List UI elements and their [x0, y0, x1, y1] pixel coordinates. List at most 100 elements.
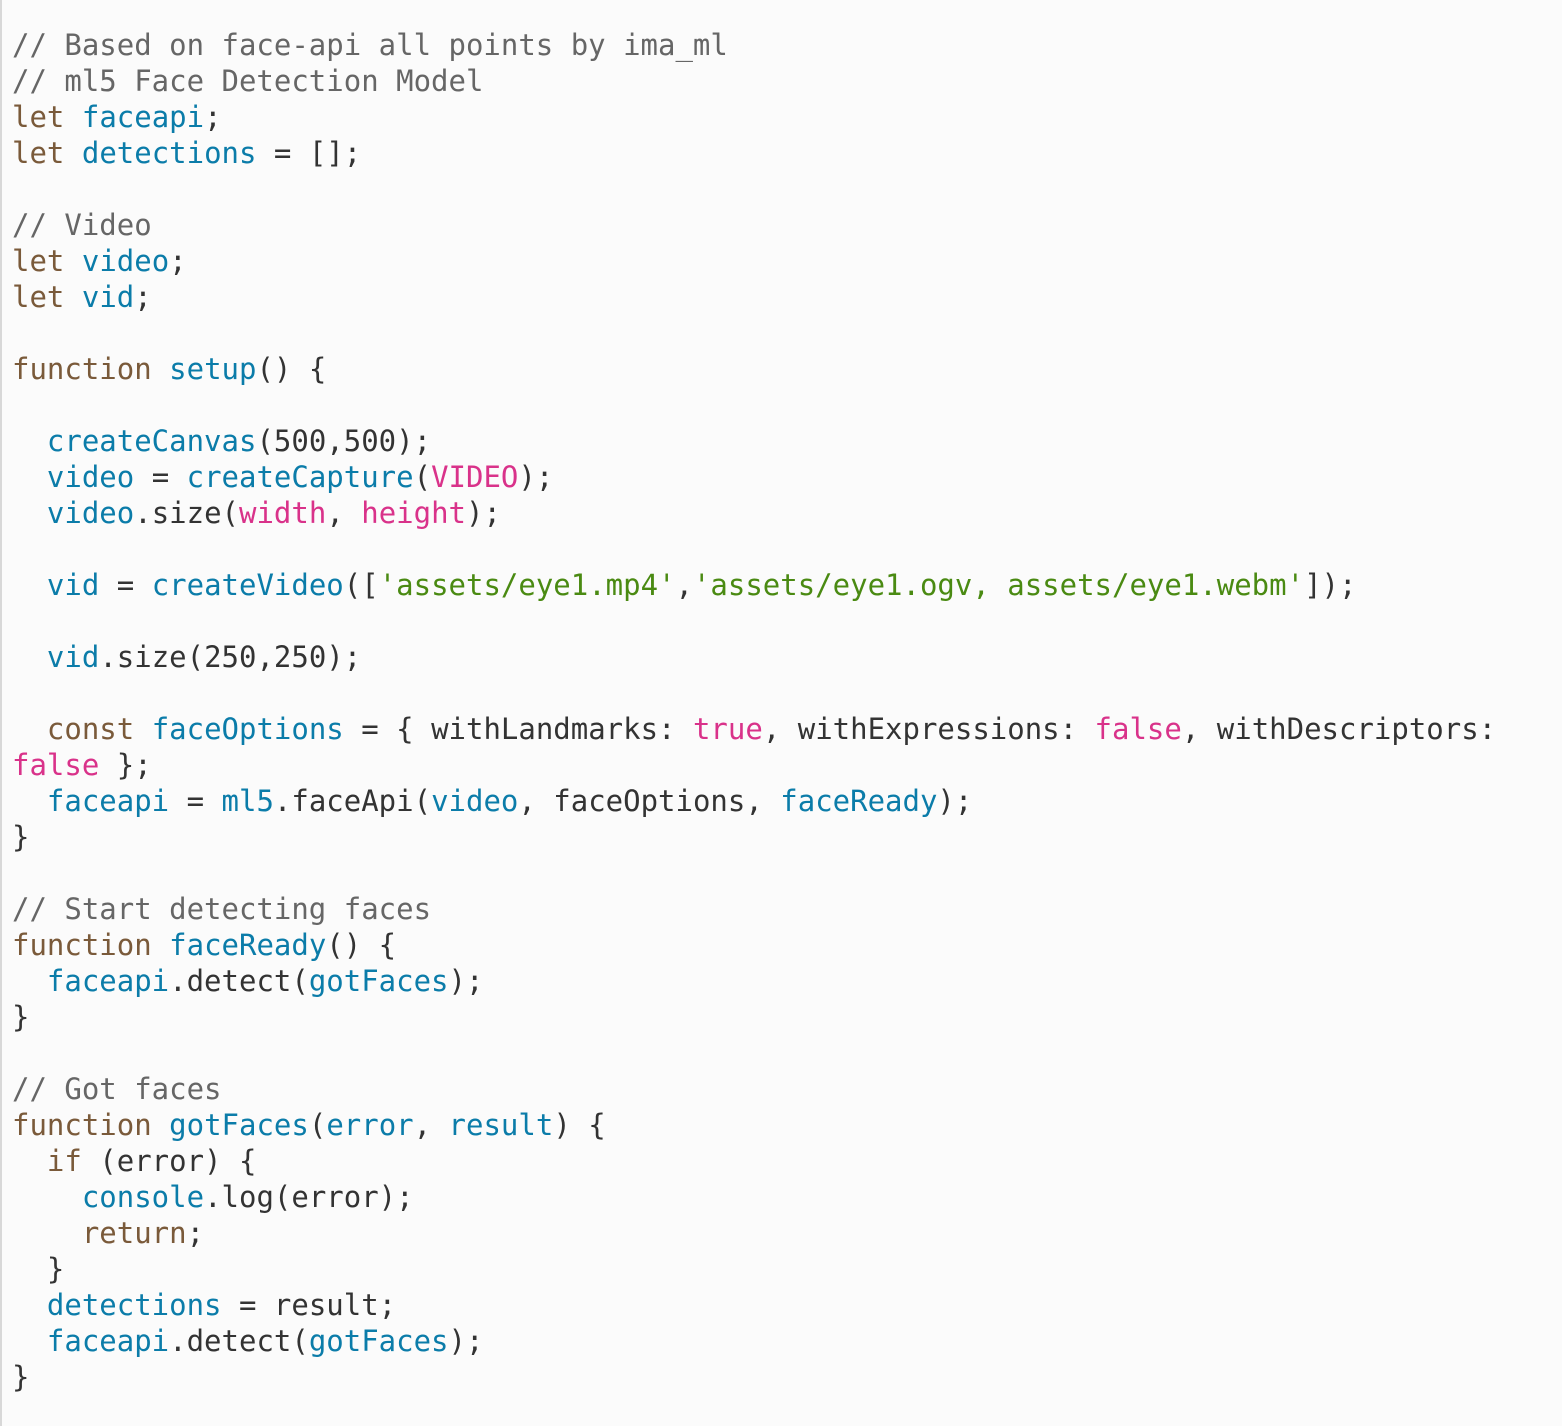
code-text: , [413, 1108, 449, 1142]
code-text: ); [448, 1324, 484, 1358]
code-line: if (error) { [12, 1143, 1496, 1179]
code-line [12, 315, 1496, 351]
code-line: video = createCapture(VIDEO); [12, 459, 1496, 495]
code-text [64, 244, 81, 278]
code-line: let vid; [12, 279, 1496, 315]
code-text: ); [937, 784, 973, 818]
code-text: ; [169, 244, 187, 278]
code-text: } [12, 820, 30, 854]
code-line: } [12, 999, 1496, 1035]
code-text [64, 136, 81, 170]
code-line: faceapi = ml5.faceApi(video, faceOptions… [12, 783, 1496, 819]
code-line [12, 387, 1496, 423]
code-keyword: let [12, 100, 65, 134]
code-identifier: result [448, 1108, 554, 1142]
code-constant: false [12, 748, 100, 782]
code-keyword: function [12, 1108, 152, 1142]
code-text [12, 1144, 47, 1178]
code-comment: // Start detecting faces [12, 892, 432, 926]
code-function-name: createCanvas [46, 424, 257, 458]
code-text: ]); [1304, 568, 1357, 602]
code-identifier: error [326, 1108, 414, 1142]
code-identifier: faceapi [46, 784, 170, 818]
code-text: .faceApi( [273, 784, 432, 818]
code-text: .detect( [169, 964, 309, 998]
code-keyword: function [12, 928, 152, 962]
code-line: // Video [12, 207, 1496, 243]
code-text: , faceOptions, [518, 784, 781, 818]
code-identifier: detections [81, 136, 257, 170]
code-content[interactable]: // Based on face-api all points by ima_m… [12, 27, 1496, 1395]
code-line: // Got faces [12, 1071, 1496, 1107]
code-text [134, 712, 151, 746]
code-constant: VIDEO [431, 460, 519, 494]
code-text: } [12, 1000, 30, 1034]
code-text [12, 1324, 47, 1358]
code-line: } [12, 1359, 1496, 1395]
code-text [12, 1216, 82, 1250]
code-identifier: faceapi [81, 100, 205, 134]
code-line: faceapi.detect(gotFaces); [12, 963, 1496, 999]
code-text: , withDescriptors: [1181, 712, 1497, 746]
code-line [12, 855, 1496, 891]
code-line: vid = createVideo(['assets/eye1.mp4','as… [12, 567, 1496, 603]
code-keyword: let [12, 244, 65, 278]
code-constant: true [692, 712, 763, 746]
code-identifier: vid [81, 280, 135, 314]
code-line: } [12, 819, 1496, 855]
code-identifier: gotFaces [308, 964, 449, 998]
code-text: }; [99, 748, 152, 782]
code-identifier: gotFaces [308, 1324, 449, 1358]
code-text: = []; [256, 136, 362, 170]
code-text: ( [308, 1108, 327, 1142]
code-text [12, 784, 47, 818]
code-identifier: vid [46, 640, 100, 674]
code-line: const faceOptions = { withLandmarks: tru… [12, 711, 1496, 747]
code-text: } [12, 1252, 65, 1286]
code-text: ); [448, 964, 484, 998]
code-function-name: gotFaces [169, 1108, 309, 1142]
code-text: , withExpressions: [762, 712, 1095, 746]
code-text: ; [204, 100, 222, 134]
code-text [12, 568, 47, 602]
code-line: // Based on face-api all points by ima_m… [12, 27, 1496, 63]
code-text: () { [326, 928, 397, 962]
code-keyword: let [12, 280, 65, 314]
code-line [12, 603, 1496, 639]
code-constant: width [239, 496, 327, 530]
code-text [12, 964, 47, 998]
code-keyword: if [46, 1144, 82, 1178]
code-text: = { withLandmarks: [343, 712, 693, 746]
code-line: detections = result; [12, 1287, 1496, 1323]
code-line: let faceapi; [12, 99, 1496, 135]
code-function-name: setup [169, 352, 257, 386]
code-keyword: const [46, 712, 135, 746]
code-text [152, 352, 169, 386]
code-text: , [675, 568, 693, 602]
code-line [12, 675, 1496, 711]
code-text: = result; [221, 1288, 397, 1322]
code-text: () { [256, 352, 327, 386]
code-text: (error) { [81, 1144, 257, 1178]
code-text: } [12, 1360, 30, 1394]
code-function-name: createCapture [186, 460, 414, 494]
code-string: 'assets/eye1.ogv, assets/eye1.webm' [692, 568, 1305, 602]
code-text: ; [134, 280, 152, 314]
code-text [12, 496, 47, 530]
code-identifier: vid [46, 568, 100, 602]
code-line: function faceReady() { [12, 927, 1496, 963]
code-constant: false [1094, 712, 1182, 746]
code-function-name: faceReady [169, 928, 327, 962]
code-keyword: return [81, 1216, 187, 1250]
code-comment: // Based on face-api all points by ima_m… [12, 28, 728, 62]
code-text [152, 928, 169, 962]
code-line: let detections = []; [12, 135, 1496, 171]
code-identifier: video [46, 460, 135, 494]
code-text: ); [466, 496, 501, 530]
code-text [64, 100, 81, 134]
code-line: video.size(width, height); [12, 495, 1496, 531]
code-comment: // Video [12, 208, 152, 242]
code-identifier: faceapi [46, 1324, 170, 1358]
code-text: .log(error); [204, 1180, 414, 1214]
